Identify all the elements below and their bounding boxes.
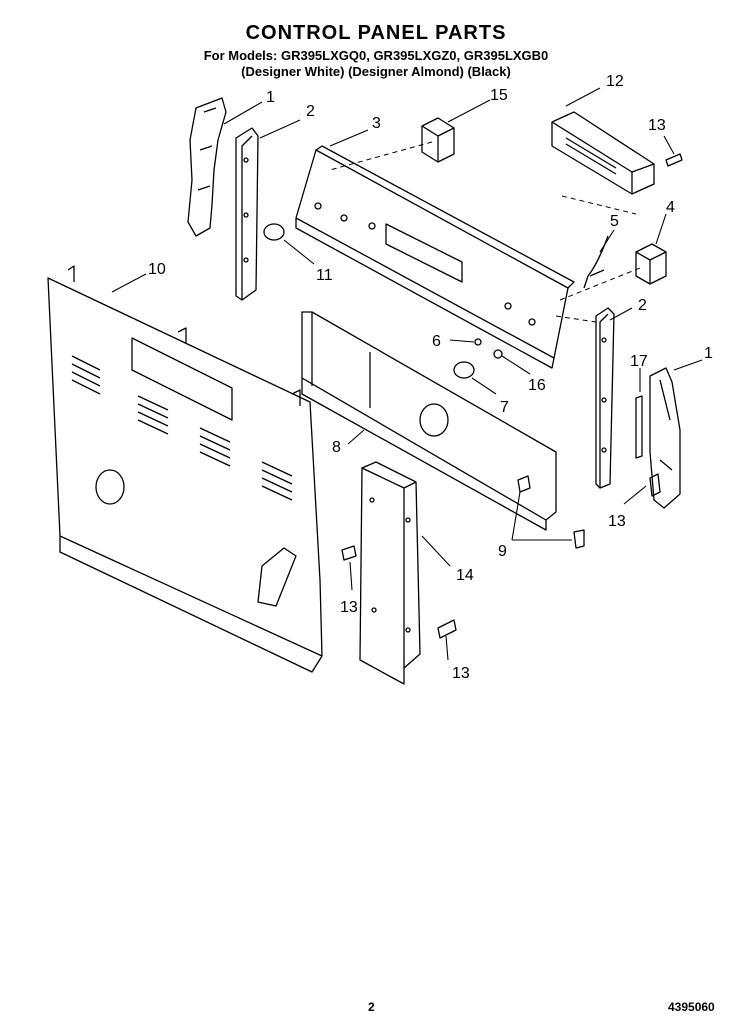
callout-17: 17 — [630, 353, 648, 370]
washer — [474, 338, 482, 346]
color-variants: (Designer White) (Designer Almond) (Blac… — [241, 64, 511, 79]
callout-1-left: 1 — [266, 89, 275, 106]
end-cap-right — [649, 367, 681, 509]
callout-9: 9 — [498, 543, 507, 560]
bracket-left — [235, 127, 259, 301]
callout-14: 14 — [456, 567, 474, 584]
callout-10: 10 — [148, 261, 166, 278]
page-title: CONTROL PANEL PARTS — [245, 22, 507, 44]
screw-panel-upper — [517, 475, 531, 493]
screw-top-right — [665, 153, 683, 167]
callout-2-left: 2 — [306, 103, 315, 120]
clock-overlay — [551, 111, 655, 195]
callout-7: 7 — [500, 399, 509, 416]
rear-panel — [47, 265, 323, 673]
callout-8: 8 — [332, 439, 341, 456]
control-panel — [295, 145, 575, 369]
callout-5: 5 — [610, 213, 619, 230]
end-cap-left — [187, 97, 227, 237]
switch — [421, 117, 455, 163]
callout-11: 11 — [316, 267, 333, 284]
callout-1-right: 1 — [704, 345, 713, 362]
clip — [635, 395, 643, 459]
callout-13-top: 13 — [648, 117, 666, 134]
callout-16: 16 — [528, 377, 546, 394]
screw-right — [649, 473, 661, 497]
callout-4: 4 — [666, 199, 675, 216]
callout-6: 6 — [432, 333, 441, 350]
side-trim — [359, 461, 421, 685]
spring-clip — [493, 349, 503, 359]
screw-lower-left — [341, 545, 357, 561]
callout-13-right: 13 — [608, 513, 626, 530]
knob-left — [263, 223, 285, 241]
callout-12: 12 — [606, 73, 624, 90]
knob-right — [453, 361, 475, 379]
callout-13-lower-left: 13 — [340, 599, 358, 616]
callout-13-lower-center: 13 — [452, 665, 470, 682]
console-backer — [301, 311, 557, 531]
bracket-right — [595, 307, 615, 489]
wire-harness — [583, 235, 609, 289]
page-number: 2 — [368, 1000, 375, 1014]
igniter-module — [635, 243, 667, 285]
document-number: 4395060 — [668, 1000, 715, 1014]
callout-2-right: 2 — [638, 297, 647, 314]
callout-3: 3 — [372, 115, 381, 132]
callout-15: 15 — [490, 87, 508, 104]
screw-panel-lower — [573, 529, 585, 549]
model-numbers: For Models: GR395LXGQ0, GR395LXGZ0, GR39… — [203, 48, 549, 63]
screw-lower-center — [437, 619, 457, 639]
